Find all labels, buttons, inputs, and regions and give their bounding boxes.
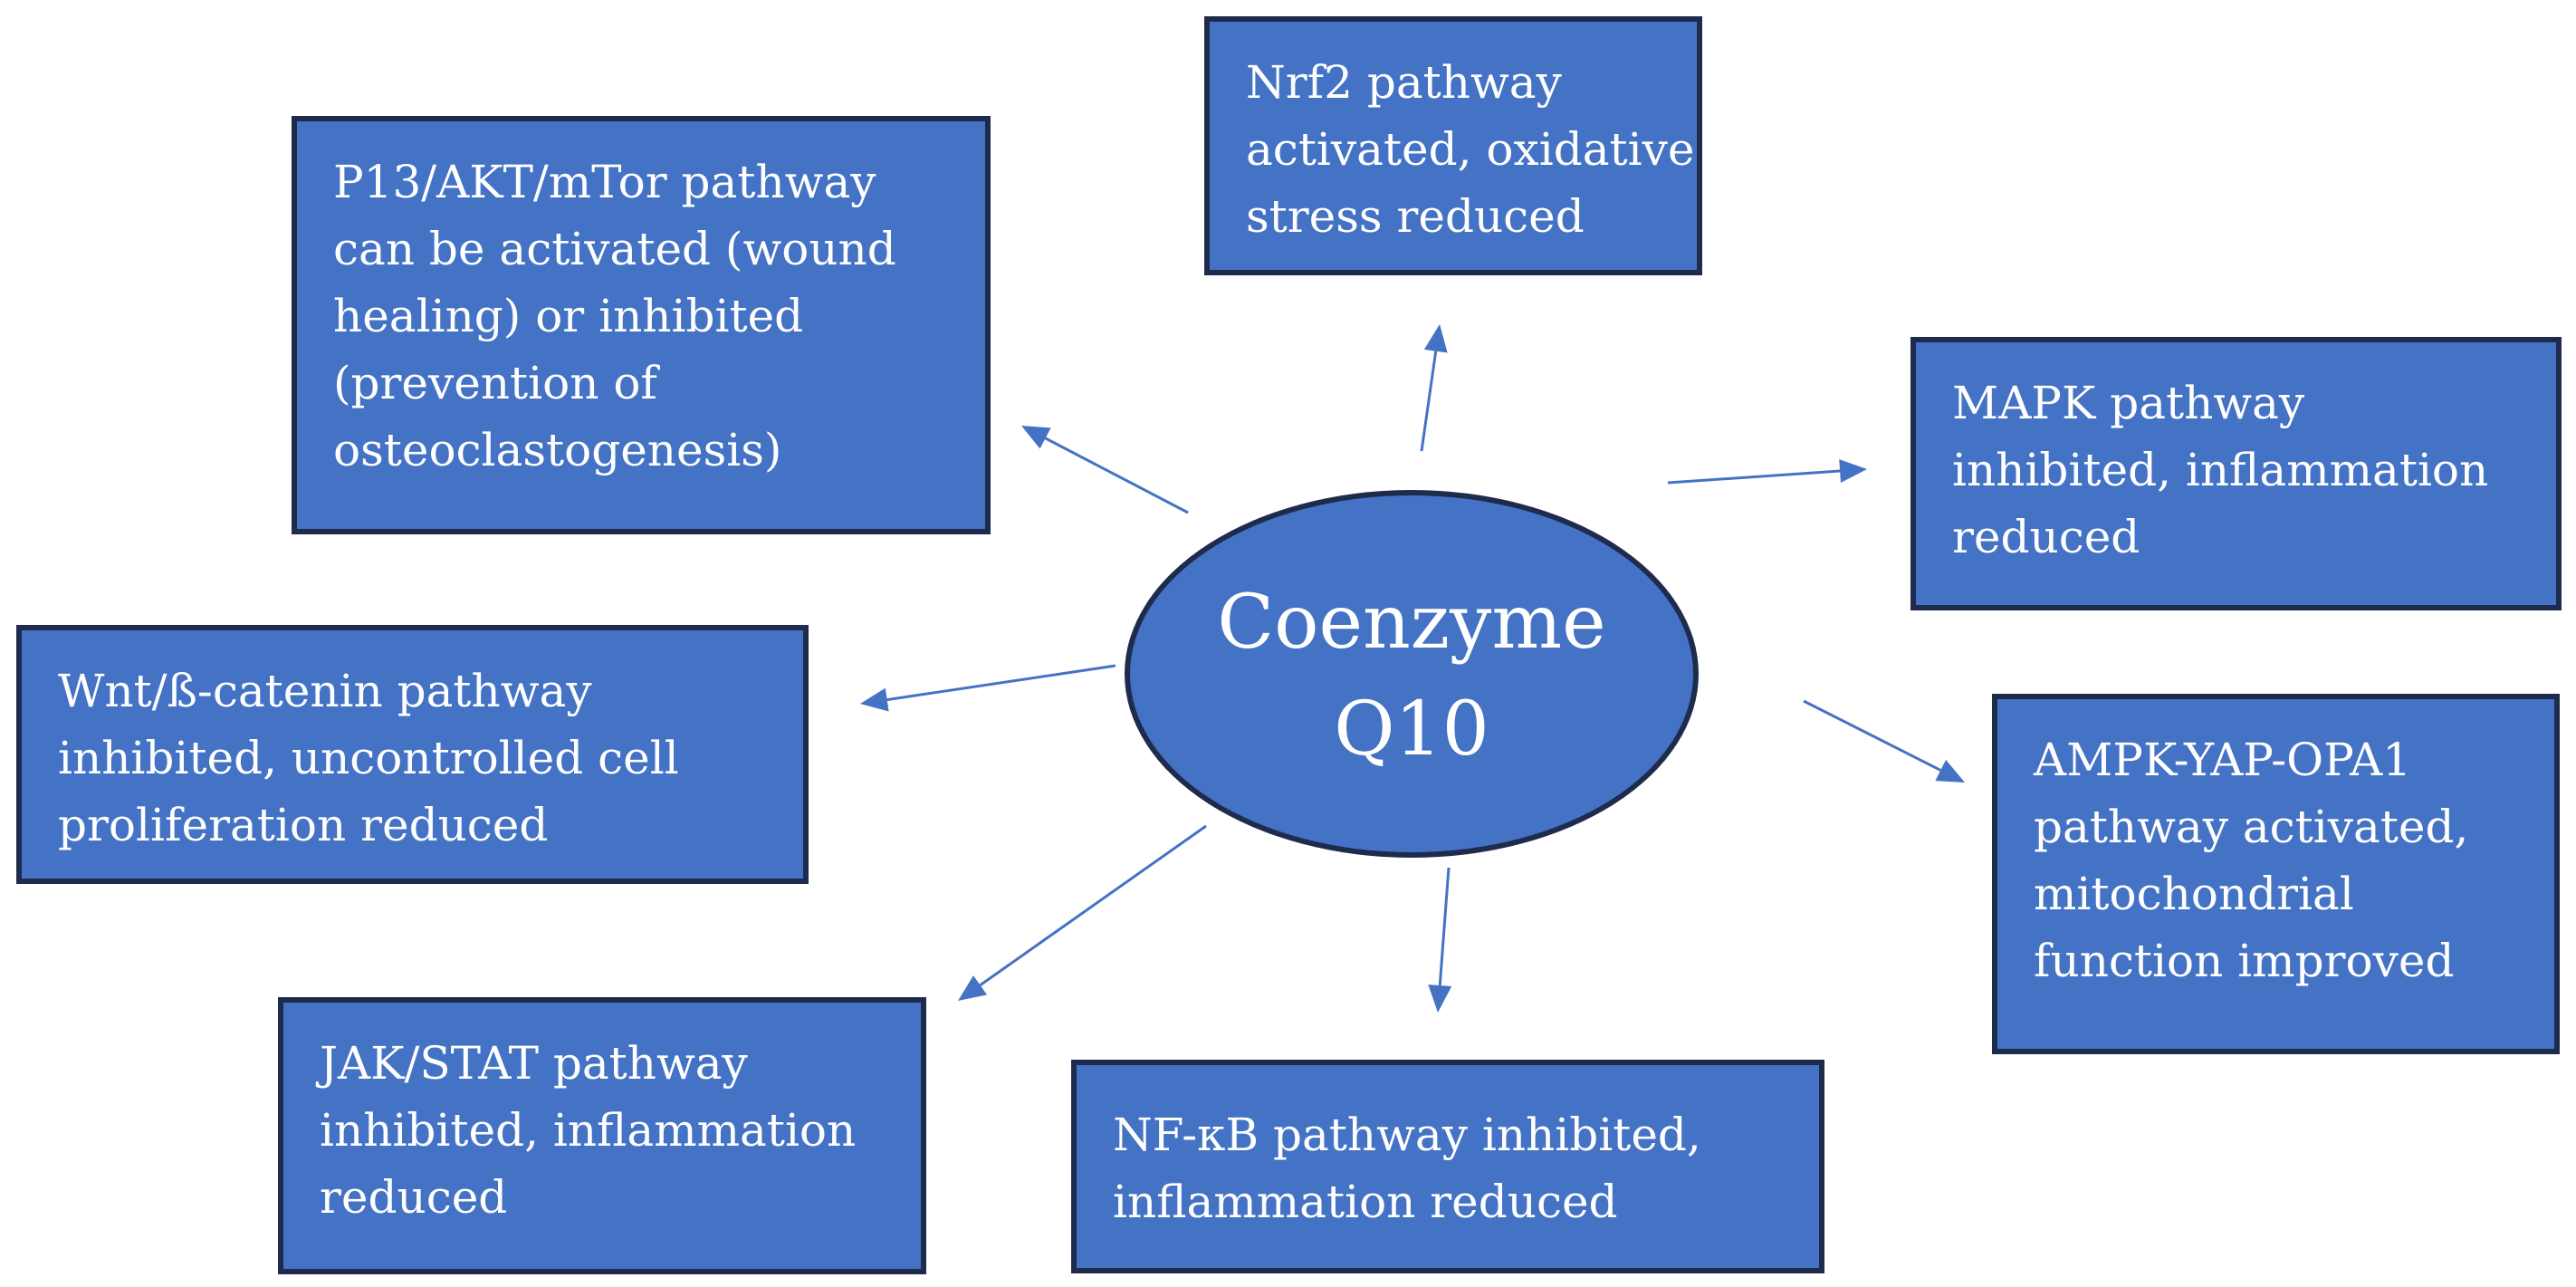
arrow-to-ampk-shaft	[1803, 699, 1941, 772]
pi3k-line-1: P13/AKT/mTor pathway	[333, 156, 876, 208]
mapk-line-3: reduced	[1952, 511, 2140, 563]
arrow-to-pi3k-shaft	[1044, 437, 1189, 514]
jak-line-1: JAK/STAT pathway	[320, 1037, 748, 1090]
arrow-to-nfkb-head	[1428, 984, 1452, 1013]
arrow-to-jak	[958, 824, 1207, 1001]
pi3k-line-4: (prevention of	[333, 357, 657, 409]
nfkb-line-1: NF-κB pathway inhibited,	[1113, 1109, 1701, 1161]
arrow-to-nfkb	[1428, 867, 1452, 1013]
wnt-beta-catenin-pathway-box: Wnt/ß-catenin pathway inhibited, uncontr…	[16, 625, 809, 884]
ampk-line-4: function improved	[2034, 935, 2455, 987]
arrow-to-nrf2	[1420, 324, 1448, 452]
arrow-to-mapk-head	[1839, 459, 1867, 484]
jak-line-2: inhibited, inflammation	[320, 1104, 857, 1157]
pi3k-line-2: can be activated (wound	[333, 223, 896, 275]
center-label-line-1: Coenzyme	[1217, 580, 1606, 666]
pi3k-line-5: osteoclastogenesis)	[333, 424, 782, 476]
arrow-to-nfkb-shaft	[1438, 867, 1451, 986]
pi3k-line-3: healing) or inhibited	[333, 290, 804, 342]
mapk-pathway-box: MAPK pathway inhibited, inflammation red…	[1910, 337, 2562, 610]
wnt-line-1: Wnt/ß-catenin pathway	[58, 665, 592, 717]
arrow-to-wnt-head	[860, 687, 889, 712]
mapk-line-1: MAPK pathway	[1952, 377, 2305, 429]
coenzyme-q10-node: Coenzyme Q10	[1125, 490, 1699, 858]
nrf2-pathway-box: Nrf2 pathway activated, oxidative stress…	[1204, 16, 1702, 275]
jak-stat-pathway-box: JAK/STAT pathway inhibited, inflammation…	[278, 997, 926, 1274]
ampk-line-2: pathway activated,	[2034, 801, 2469, 853]
arrow-to-ampk-head	[1935, 759, 1965, 783]
arrow-to-mapk	[1667, 459, 1867, 485]
arrow-to-nrf2-head	[1423, 324, 1448, 353]
wnt-line-2: inhibited, uncontrolled cell	[58, 732, 679, 784]
arrow-to-mapk-shaft	[1667, 469, 1841, 485]
nfkb-line-2: inflammation reduced	[1113, 1176, 1618, 1228]
nrf2-line-3: stress reduced	[1246, 190, 1585, 243]
jak-line-3: reduced	[320, 1171, 508, 1224]
mapk-line-2: inhibited, inflammation	[1952, 444, 2489, 496]
arrow-to-nrf2-shaft	[1420, 351, 1438, 452]
nrf2-line-2: activated, oxidative	[1246, 123, 1695, 176]
arrow-to-pi3k	[1021, 426, 1189, 514]
arrow-to-wnt-shaft	[886, 664, 1116, 702]
ampk-line-3: mitochondrial	[2034, 868, 2354, 920]
arrow-to-ampk	[1803, 699, 1965, 783]
center-label-line-2: Q10	[1334, 687, 1489, 773]
ampk-yap-opa1-pathway-box: AMPK-YAP-OPA1 pathway activated, mitocho…	[1992, 694, 2560, 1054]
arrow-to-jak-head	[958, 975, 988, 1001]
nrf2-line-1: Nrf2 pathway	[1246, 56, 1562, 109]
pi3k-akt-mtor-pathway-box: P13/AKT/mTor pathway can be activated (w…	[292, 116, 991, 534]
nf-kb-pathway-box: NF-κB pathway inhibited, inflammation re…	[1071, 1060, 1824, 1273]
arrow-to-wnt	[860, 664, 1116, 712]
arrow-to-jak-shaft	[979, 824, 1207, 986]
wnt-line-3: proliferation reduced	[58, 799, 549, 851]
arrow-to-pi3k-head	[1021, 426, 1051, 449]
ampk-line-1: AMPK-YAP-OPA1	[2034, 734, 2412, 786]
